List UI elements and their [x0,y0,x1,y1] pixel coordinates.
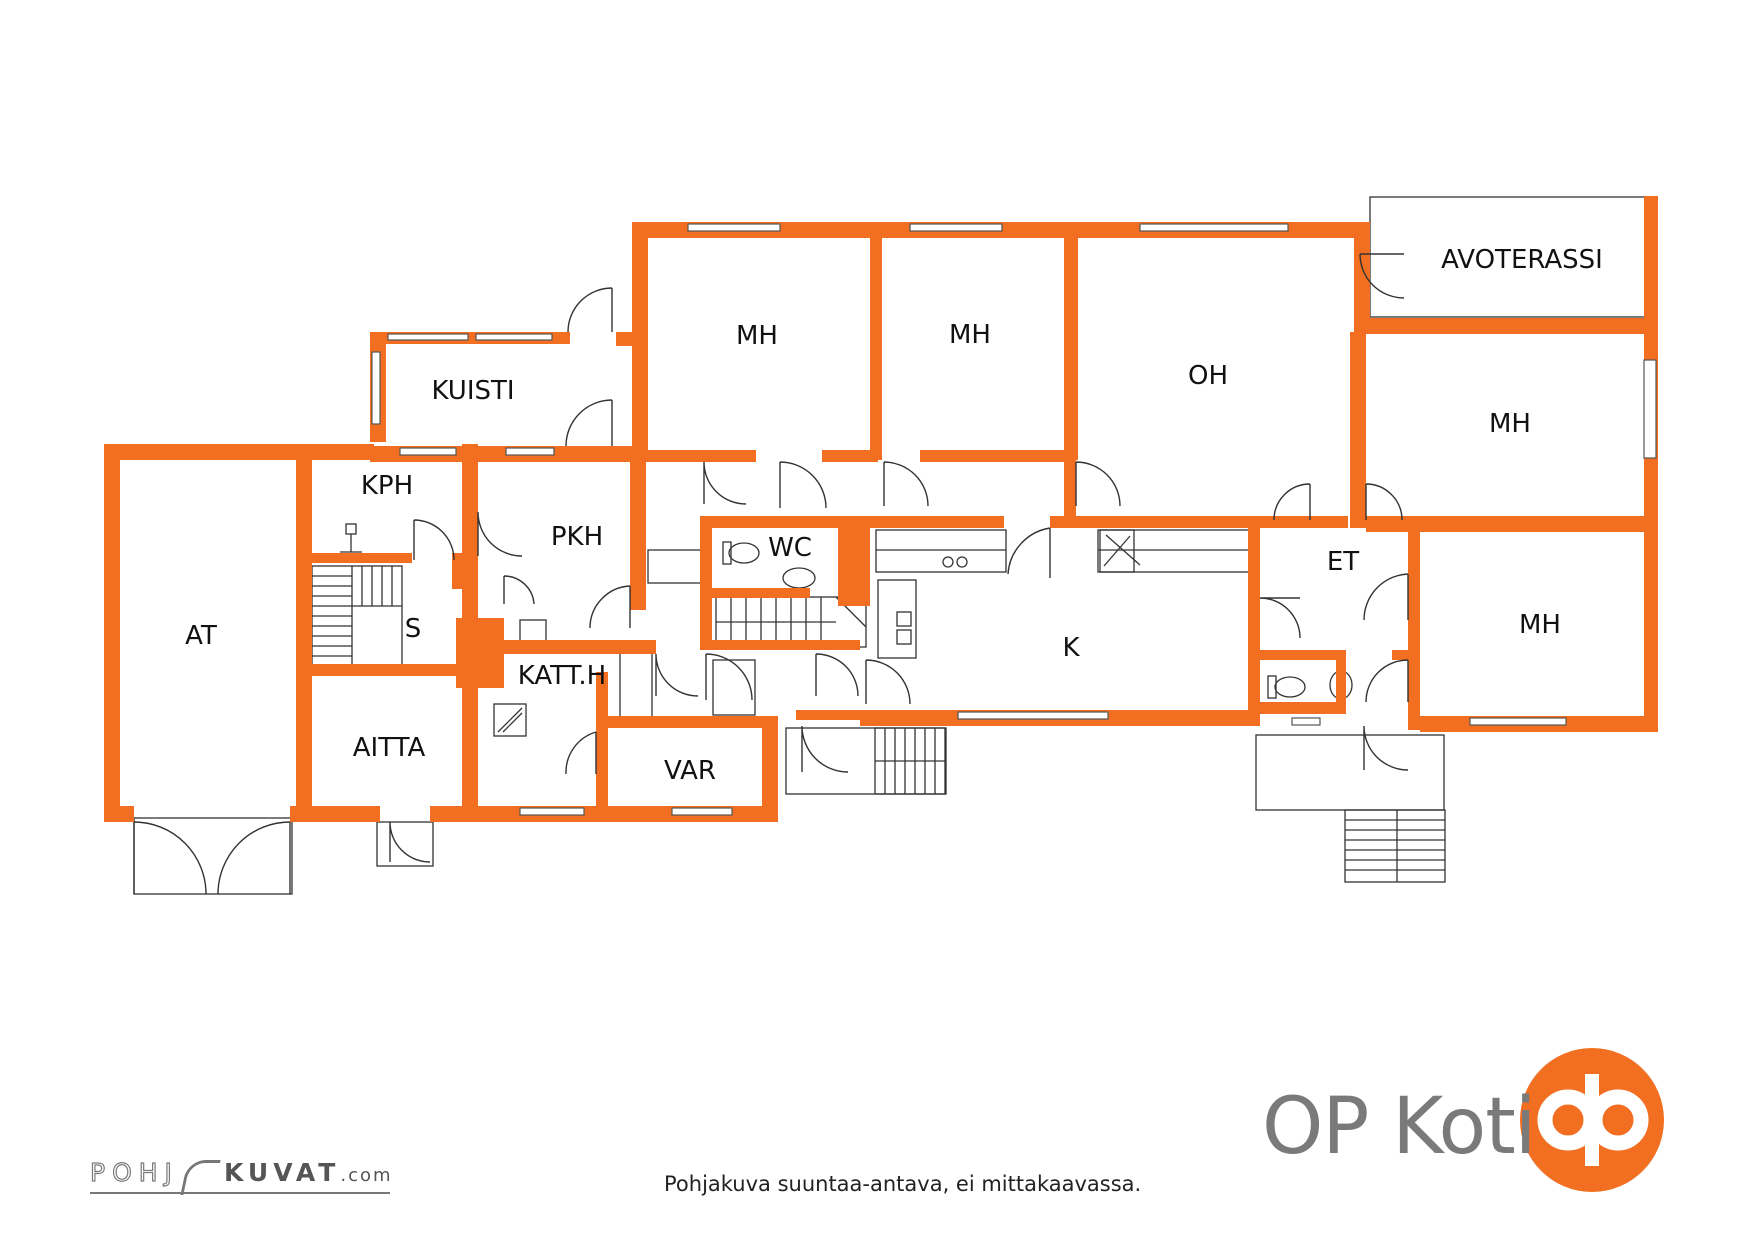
room-label-katt-h: KATT.H [518,661,606,691]
room-label-et: ET [1327,547,1359,577]
entrance-platform [1255,734,1445,811]
toilet-et [1267,675,1306,699]
thin-structures [133,196,1651,895]
room-label-var: VAR [664,756,716,786]
shower-kph [340,523,362,553]
windows [371,223,1657,816]
credit-hook-icon [180,1160,221,1195]
counter-left [875,529,1007,573]
step-var [712,659,756,716]
sink-wc [782,567,816,589]
room-label-avoterassi: AVOTERASSI [1441,245,1603,275]
credit-right-text: KUVAT.com [224,1158,393,1187]
step-katt [619,651,653,718]
room-label-pkh: PKH [551,522,603,552]
walls [104,196,1658,822]
room-label-mh-4: MH [1519,610,1561,640]
room-label-wc: WC [768,533,812,563]
op-logo-icon [1520,1048,1664,1192]
room-label-kuisti: KUISTI [431,376,514,406]
stairs-landing [647,549,705,584]
katt-hatch [493,703,527,737]
doors [133,253,1409,895]
brand-name: OP Koti [1262,1082,1536,1172]
credit-left-text: POHJ [89,1157,179,1187]
electric-panel [1099,529,1135,573]
room-label-at: AT [185,621,217,651]
room-label-aitta: AITTA [353,733,426,763]
room-label-mh-2: MH [949,320,991,350]
credit-right-main: KUVAT [224,1158,341,1187]
credit-suffix: .com [340,1165,393,1186]
room-labels: AVOTERASSI MH MH OH MH MH KUISTI KPH PKH… [185,245,1603,786]
garage-apron [133,817,293,895]
toilet-wc [722,541,760,565]
disclaimer-note: Pohjakuva suuntaa-antava, ei mittakaavas… [664,1172,1142,1196]
sauna-stove [519,619,547,643]
room-label-s: S [405,614,422,644]
room-label-kph: KPH [361,471,413,501]
pohjakuvat-credit: POHJ KUVAT.com [89,1157,410,1198]
room-label-k: K [1062,633,1080,663]
room-label-mh-1: MH [736,321,778,351]
room-label-oh: OH [1188,361,1228,391]
kitchen-platform [785,727,947,795]
credit-underline [90,1192,390,1194]
counter-right [1097,529,1257,573]
aitta-step [376,821,434,867]
entrance-steps [1344,809,1446,883]
room-label-mh-3: MH [1489,409,1531,439]
kitchen-sink [877,579,917,659]
